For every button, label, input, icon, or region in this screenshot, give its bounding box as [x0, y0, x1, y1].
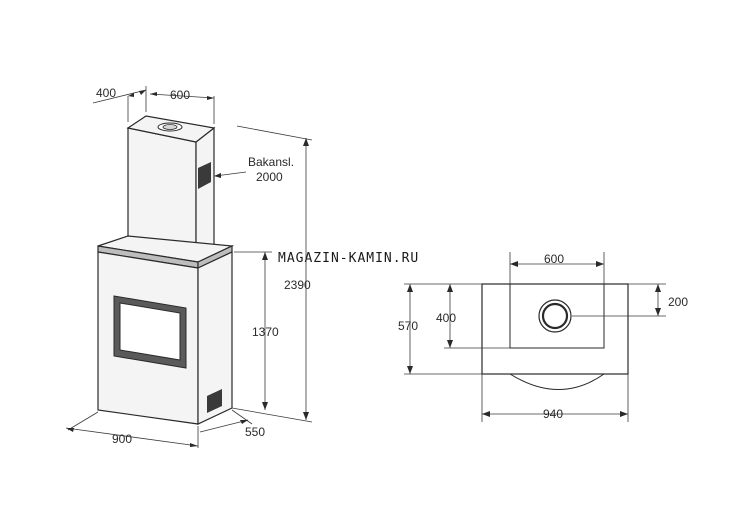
watermark-text: MAGAZIN-KAMIN.RU: [278, 251, 419, 266]
top-view-flue-inner: [541, 302, 569, 330]
dim-total-width-label: 940: [543, 407, 563, 421]
dim-depth-top-label: 400: [96, 86, 116, 100]
chimney-side-face: [195, 126, 215, 262]
stove-isometric-view: [97, 115, 235, 425]
dim-total-depth-label: 570: [398, 319, 418, 333]
flue-opening-inner: [162, 124, 178, 130]
bakansl-label-line2: 2000: [256, 170, 283, 184]
dim-width-top-label: 600: [170, 88, 190, 102]
dim-flue-offset-label: 200: [668, 295, 688, 309]
dim-body-width-label: 900: [112, 432, 132, 446]
dim-flue-width-label: 600: [544, 252, 564, 266]
chimney-vent-grille: [198, 162, 211, 189]
dim-body-height-label: 1370: [252, 325, 279, 339]
top-view-dimensions: [404, 252, 666, 422]
top-view-labels: 600 200 570 400 940: [398, 252, 688, 421]
top-view-front-arc: [509, 373, 605, 390]
fire-door-glass: [119, 302, 181, 361]
dim-total-height-label: 2390: [284, 278, 311, 292]
dim-flue-depth-label: 400: [436, 311, 456, 325]
dim-body-depth-label: 550: [245, 425, 265, 439]
side-view-dimensions: [65, 86, 313, 448]
stove-top-view: [481, 283, 629, 390]
body-vent-grille: [207, 389, 222, 413]
side-view-labels: 400 600 Bakansl. 2000 2390 1370 900 550: [96, 86, 311, 446]
bakansl-label-line1: Bakansl.: [248, 155, 294, 169]
